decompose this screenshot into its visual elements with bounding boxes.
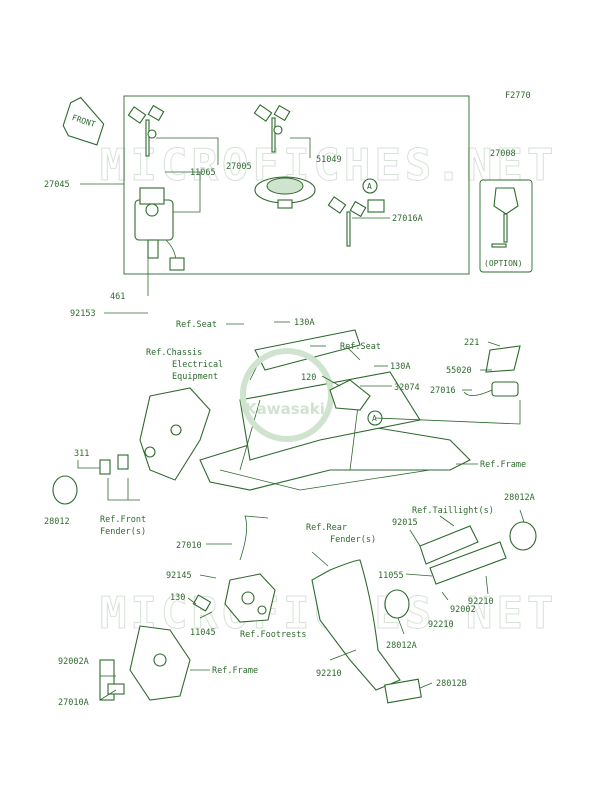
ref-chassis-line1[interactable]: Ref.Chassis [146,348,202,358]
part-221[interactable]: 221 [464,338,479,348]
part-28012[interactable]: 28012 [44,517,70,527]
footrest-bracket-icon [192,573,276,623]
ref-frame-2[interactable]: Ref.Frame [212,666,258,676]
rear-fender-icon [311,559,422,704]
callout-a-center: A [372,414,377,423]
part-92210-2[interactable]: 92210 [428,620,454,630]
part-27010A[interactable]: 27010A [58,698,89,708]
transponder-key-icon [491,187,519,248]
seat-lock-cable-icon [239,515,269,561]
ref-seat-1[interactable]: Ref.Seat [176,320,217,330]
ref-taillight[interactable]: Ref.Taillight(s) [412,506,494,516]
part-92002[interactable]: 92002 [450,605,476,615]
part-130[interactable]: 130 [170,593,185,603]
leader-lines [77,137,525,701]
part-11065[interactable]: 11065 [190,168,216,178]
part-55020[interactable]: 55020 [446,366,472,376]
part-92153[interactable]: 92153 [70,309,96,319]
figure-id: F2770 [505,91,531,101]
part-32074[interactable]: 32074 [394,383,420,393]
part-28012B[interactable]: 28012B [436,679,467,689]
ref-footrests[interactable]: Ref.Footrests [240,630,307,640]
part-27045[interactable]: 27045 [44,180,70,190]
ignition-keys-icon [127,104,165,157]
part-461[interactable]: 461 [110,292,125,302]
seat-lock-keys-icon [327,196,367,247]
option-key-box [479,179,533,273]
seat-lock-icon: A [362,178,385,213]
part-92145[interactable]: 92145 [166,571,192,581]
part-130A-2[interactable]: 130A [390,362,410,372]
part-92015[interactable]: 92015 [392,518,418,528]
ref-rear-fender-line1[interactable]: Ref.Rear [306,523,347,533]
part-92210-1[interactable]: 92210 [468,597,494,607]
ref-front-fender-line2[interactable]: Fender(s) [100,527,146,537]
part-28012A[interactable]: 28012A [504,493,535,503]
frame-icon [199,329,471,491]
ref-frame-1[interactable]: Ref.Frame [480,460,526,470]
part-27016[interactable]: 27016 [430,386,456,396]
brand-text: Kawasaki [245,400,325,418]
part-92002A[interactable]: 92002A [58,657,89,667]
part-11055[interactable]: 11055 [378,571,404,581]
ref-seat-2[interactable]: Ref.Seat [340,342,381,352]
part-28012A-2[interactable]: 28012A [386,641,417,651]
watermark-top: MICROFICHES.NET [100,140,557,191]
front-fender-bracket-icon [139,387,211,481]
ref-chassis-line3[interactable]: Equipment [172,372,218,382]
part-51049[interactable]: 51049 [316,155,342,165]
part-130A-1[interactable]: 130A [294,318,314,328]
ignition-switch-icon [134,187,185,271]
part-27008[interactable]: 27008 [490,149,516,159]
part-27016A[interactable]: 27016A [392,214,423,224]
option-label: (OPTION) [484,259,523,268]
front-reflector-icon [52,475,78,505]
part-11045[interactable]: 11045 [190,628,216,638]
lower-bracket-icon [99,625,191,701]
fuel-cap-icon [254,176,316,209]
seat-lock-assembly-icon [463,345,521,397]
brand-logo: Kawasaki [240,348,334,442]
fuel-cap-keys-icon [253,104,291,153]
callout-a-top: A [367,182,372,191]
license-bracket-icon [384,521,537,619]
part-27005[interactable]: 27005 [226,162,252,172]
center-bracket-icon: A [329,379,383,426]
part-311[interactable]: 311 [74,449,89,459]
part-27010[interactable]: 27010 [176,541,202,551]
spacer-collars-icon [99,454,129,475]
part-120[interactable]: 120 [301,373,316,383]
front-arrow-icon: FRONT [62,96,105,146]
part-92210-3[interactable]: 92210 [316,669,342,679]
ref-rear-fender-line2[interactable]: Fender(s) [330,535,376,545]
key-set-box [123,95,470,275]
ref-chassis-line2[interactable]: Electrical [172,360,223,370]
ref-front-fender-line1[interactable]: Ref.Front [100,515,146,525]
